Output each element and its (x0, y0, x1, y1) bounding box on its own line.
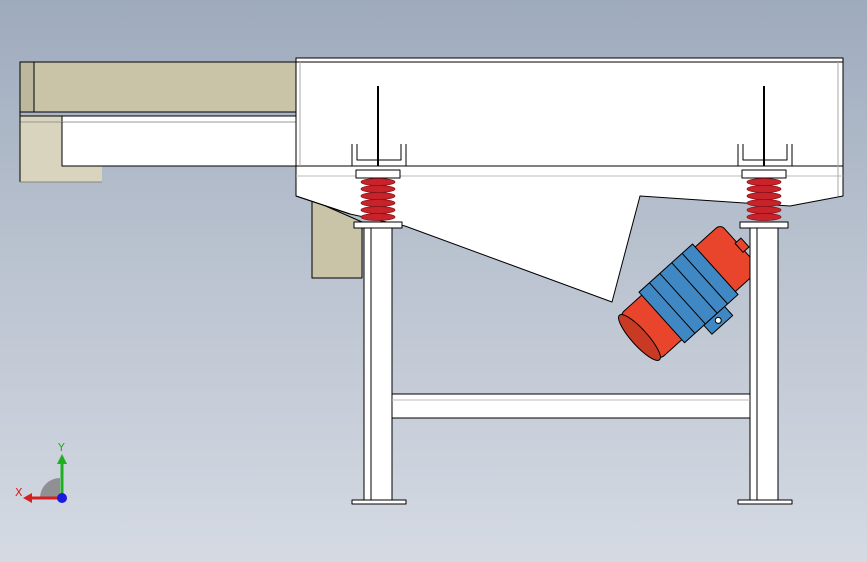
left-spring-coil (360, 178, 396, 221)
support-frame[interactable] (351, 227, 793, 505)
feed-chute[interactable] (19, 61, 301, 183)
axis-triad: X Y (14, 440, 84, 510)
z-axis-dot (57, 493, 67, 503)
vibration-motor[interactable] (611, 217, 776, 377)
y-axis-label: Y (58, 441, 65, 454)
triad-graphic (23, 454, 67, 503)
discharge-chute[interactable] (311, 199, 363, 279)
left-spring-assembly[interactable] (351, 86, 407, 229)
triad-plane-indicator (40, 478, 60, 498)
right-spring-coil (746, 178, 782, 221)
x-axis-arrowhead (23, 493, 32, 503)
y-axis-arrowhead (57, 454, 67, 464)
right-spring-assembly[interactable] (737, 86, 793, 229)
x-axis-label: X (15, 486, 23, 499)
